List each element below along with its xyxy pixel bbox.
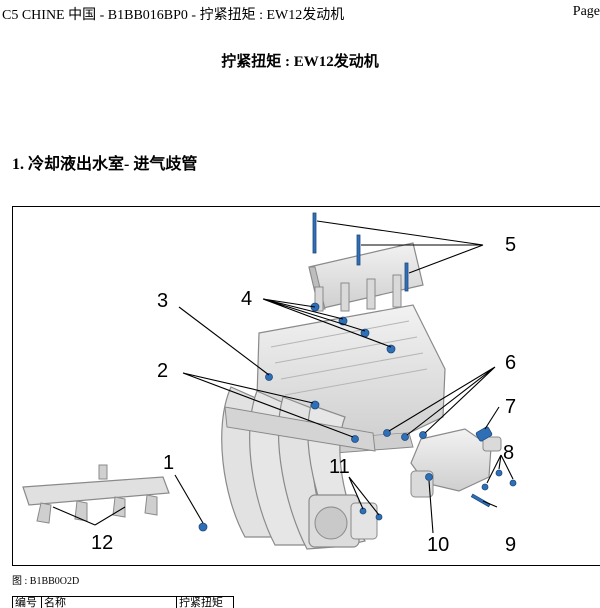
callout-1: 1 [163,452,174,474]
bolt-3 [265,373,273,381]
bolt-8a [495,469,503,477]
leader-lines [52,220,514,534]
bolt-6a [383,429,391,437]
bolt-8b [481,483,489,491]
bolt-10 [425,473,433,481]
bolt-6b [401,433,409,441]
callout-3: 3 [157,290,168,312]
callout-12: 12 [91,532,113,554]
bolt-2a [310,400,320,410]
bolt-9 [470,493,491,508]
callout-2: 2 [157,360,168,382]
engine-torque-figure: 1 2 3 4 5 6 7 8 9 10 11 12 [12,206,600,566]
section-title: 1. 冷却液出水室- 进气歧管 [12,156,198,173]
fuel-rail [22,464,170,524]
document-title: 拧紧扭矩 : EW12发动机 [221,54,379,70]
header-page-label: Page [572,4,600,19]
callout-6: 6 [505,352,516,374]
table-header-number: 编号 [12,596,42,608]
bolt-8c [509,479,517,487]
bolt-6c [419,431,427,439]
callout-11: 11 [329,456,350,478]
ignition-coil-bar [308,242,424,312]
engine-illustration: 1 2 3 4 5 6 7 8 9 10 11 12 [22,212,517,556]
callout-10: 10 [427,534,449,556]
throttle-body [308,494,378,548]
table-header-name: 名称 [41,596,177,608]
torque-table-header: 编号 名称 拧紧扭矩 [12,596,600,608]
bolt-5c [404,262,409,292]
figure-caption: 图 : B1BB0O2D [12,576,80,587]
callout-9: 9 [505,534,516,556]
bolt-5b [356,234,361,266]
bolt-1 [198,522,208,532]
callout-4: 4 [241,288,252,310]
bolt-5a [312,212,317,254]
header-document-path: C5 CHINE 中国 - B1BB016BP0 - 拧紧扭矩 : EW12发动… [2,8,345,23]
page-header: C5 CHINE 中国 - B1BB016BP0 - 拧紧扭矩 : EW12发动… [0,4,600,24]
table-header-torque: 拧紧扭矩 [176,596,234,608]
bolt-2b [351,435,359,443]
sensor-7 [475,426,493,442]
callout-7: 7 [505,396,516,418]
bolt-11b [375,513,383,521]
bolt-4d [386,344,396,354]
callout-8: 8 [503,442,514,464]
callout-5: 5 [505,234,516,256]
